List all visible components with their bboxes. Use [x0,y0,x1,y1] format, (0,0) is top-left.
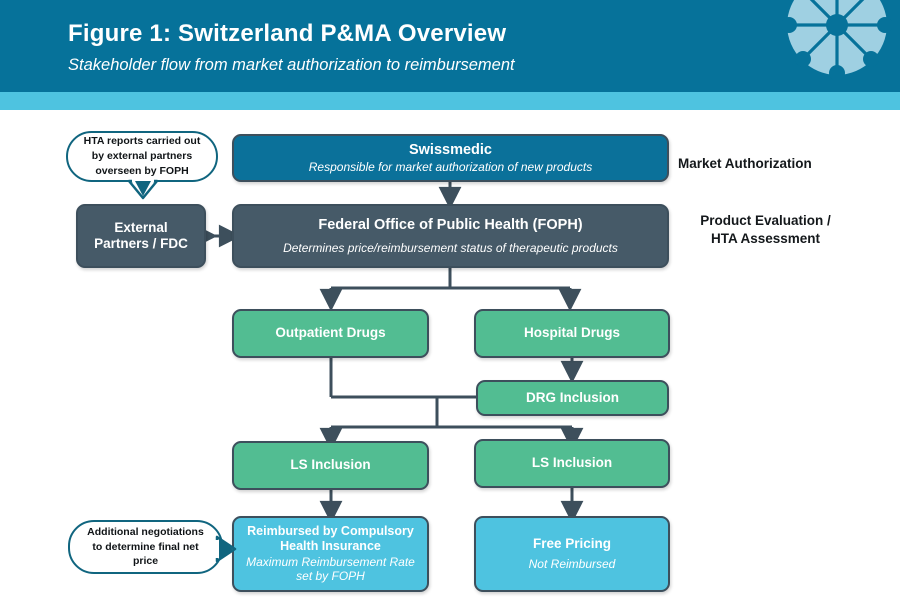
node-reimbursed[interactable]: Reimbursed by Compulsory Health Insuranc… [232,516,429,592]
node-ls-inclusion-right-title: LS Inclusion [531,455,613,471]
header-band: Figure 1: Switzerland P&MA Overview Stak… [0,0,900,92]
node-ls-inclusion-left-title: LS Inclusion [290,457,371,473]
node-hospital-drugs[interactable]: Hospital Drugs [474,309,670,358]
node-outpatient-drugs[interactable]: Outpatient Drugs [232,309,429,358]
node-reimbursed-sub2: set by FOPH [296,569,365,584]
node-free-pricing-title: Free Pricing [532,535,612,551]
callout-negotiations: Additional negotiations to determine fin… [68,520,223,574]
callout-hta-line1: HTA reports carried out [83,135,201,148]
side-label-market-authorization: Market Authorization [678,155,878,173]
callout-negotiations-line2: to determine final net [92,540,199,553]
node-reimbursed-sub1: Maximum Reimbursement Rate [246,554,415,569]
node-swissmedic[interactable]: Swissmedic Responsible for market author… [232,134,669,182]
node-drg-inclusion[interactable]: DRG Inclusion [476,380,669,416]
page-title: Figure 1: Switzerland P&MA Overview [68,20,507,47]
node-fopd[interactable]: Federal Office of Public Health (FOPH) D… [232,204,669,268]
callout-hta-line3: overseen by FOPH [95,164,189,177]
node-drg-inclusion-title: DRG Inclusion [525,389,619,405]
page-subtitle: Stakeholder flow from market authorizati… [68,56,515,74]
node-external-partners-line2: Partners / FDC [94,236,188,251]
callout-negotiations-tail-icon [215,535,237,563]
node-external-partners[interactable]: External Partners / FDC [76,204,206,268]
side-label-product-evaluation: Product Evaluation / HTA Assessment [678,212,853,248]
callout-negotiations-line3: price [132,555,159,568]
node-external-partners-line1: External [114,219,168,235]
node-fopd-title: Federal Office of Public Health (FOPH) [318,216,583,233]
node-outpatient-drugs-title: Outpatient Drugs [275,325,386,341]
node-reimbursed-line2: Health Insurance [280,539,381,554]
node-free-pricing[interactable]: Free Pricing Not Reimbursed [474,516,670,592]
callout-hta-reports: HTA reports carried out by external part… [66,131,218,182]
side-label-market-authorization-text: Market Authorization [678,156,812,171]
side-label-product-evaluation-line2: HTA Assessment [710,231,821,247]
node-swissmedic-title: Swissmedic [408,141,492,158]
callout-hta-line2: by external partners [91,150,193,163]
node-reimbursed-line1: Reimbursed by Compulsory [247,524,414,539]
node-hospital-drugs-title: Hospital Drugs [523,325,620,341]
node-free-pricing-subtitle: Not Reimbursed [528,557,616,572]
callout-hta-tail-icon [127,178,159,200]
side-label-product-evaluation-line1: Product Evaluation / [700,213,831,228]
node-swissmedic-subtitle: Responsible for market authorization of … [308,159,593,174]
callout-negotiations-line1: Additional negotiations [87,525,204,538]
node-ls-inclusion-left[interactable]: LS Inclusion [232,441,429,490]
flower-network-logo-icon [782,0,892,80]
node-ls-inclusion-right[interactable]: LS Inclusion [474,439,670,488]
node-fopd-subtitle: Determines price/reimbursement status of… [283,240,618,255]
header-accent-band [0,92,900,110]
